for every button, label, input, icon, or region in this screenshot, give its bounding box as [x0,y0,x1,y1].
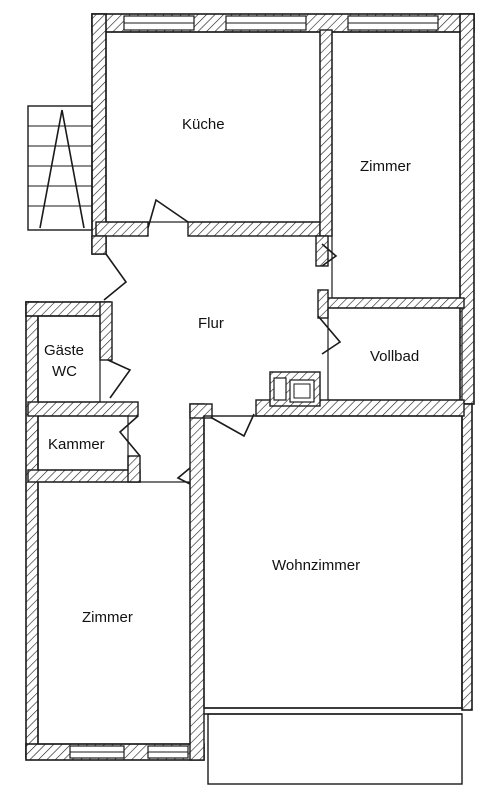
balcony [207,713,463,785]
label-kueche: Küche [182,116,225,133]
label-kammer: Kammer [48,436,105,453]
room-outlines [37,31,463,745]
wall-left-upper [91,13,107,255]
door-zimmer-top [321,243,338,267]
door-wohnzimmer [211,413,255,438]
wall-landing [91,235,107,255]
wall-kueche-bottom [187,221,321,237]
wall-wohnzimmer-left [189,403,205,761]
doors [103,198,342,485]
wall-left-lower [25,301,39,759]
label-zimmer-bottom: Zimmer [82,609,133,626]
label-flur: Flur [198,315,224,332]
wall-kammer-bottom [27,469,141,483]
wall-kueche-bottom-left [95,221,149,237]
door-kueche [147,198,189,229]
stair-outline [27,105,93,231]
outer-walls [25,13,475,761]
wall-gaeste-right [99,301,113,361]
windows-top [123,15,439,31]
staircase [27,105,93,231]
wall-wohnzimmer-top-left [189,403,213,419]
door-gaeste [107,359,132,399]
wall-zimmer-left-lower [315,235,329,267]
wall-vollbad-left [317,289,329,319]
shaft-inner-3 [293,383,311,399]
label-gaeste-line2: WC [52,363,77,380]
shaft-inner-2 [289,379,315,403]
kueche-floor [105,31,321,223]
gaeste-floor [37,315,101,403]
door-kammer [118,415,141,457]
door-vollbad [317,315,342,355]
door-zimmer-bottom [176,467,191,485]
door-landing [103,253,128,301]
wall-gaeste-bottom [27,401,139,417]
zimmer-top-floor [331,31,461,299]
shaft-inner-1 [273,377,287,401]
wall-kammer-right [127,455,141,483]
zimmer-bottom-floor [37,481,191,745]
wohnzimmer-outline [203,415,463,785]
vollbad-floor [327,307,463,401]
label-vollbad: Vollbad [370,348,419,365]
wall-right-lower [461,403,473,711]
wall-zimmer-top-bottom [319,297,465,309]
label-wohnzimmer: Wohnzimmer [272,557,360,574]
label-zimmer-top: Zimmer [360,158,411,175]
label-gaeste-line1: Gäste [44,342,84,359]
room-labels: Küche Zimmer Flur Gäste WC Vollbad Kamme… [44,116,419,626]
wall-gaeste-top [25,301,111,317]
windows-bottom [69,745,189,759]
wall-kueche-zimmer [319,29,333,237]
kammer-floor [37,415,129,471]
